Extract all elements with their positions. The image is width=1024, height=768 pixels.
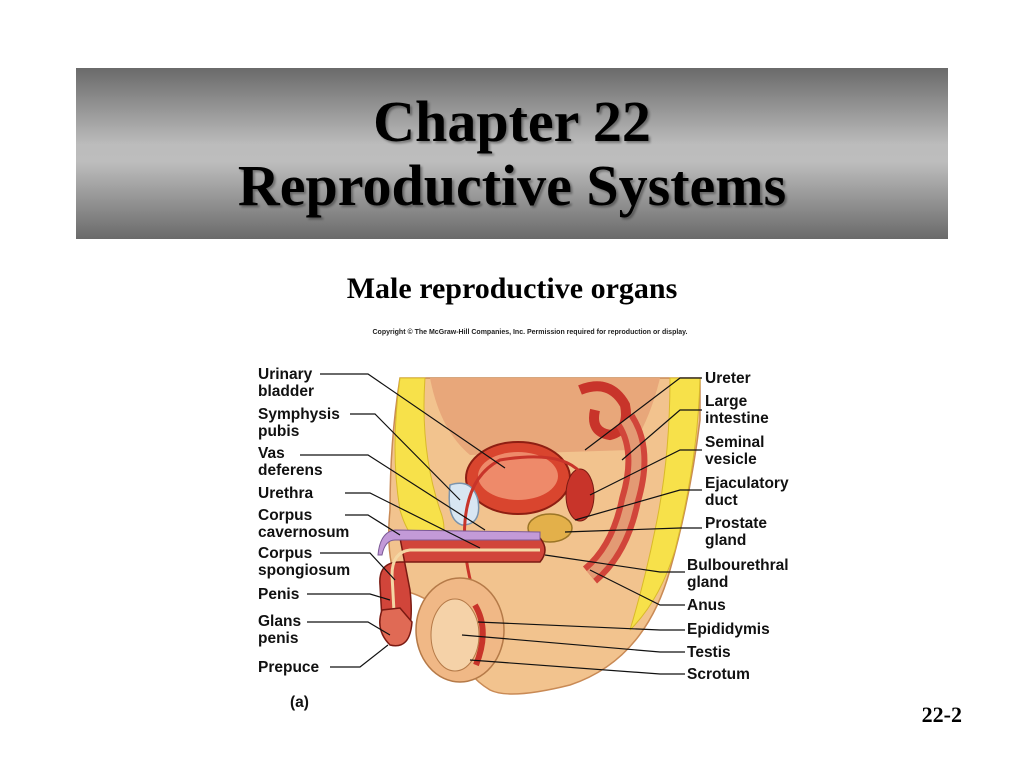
anatomy-illustration [300,373,702,695]
label-ejaculatory-duct: Ejaculatory duct [705,475,789,509]
label-urinary-bladder: Urinary bladder [258,366,314,400]
label-anus: Anus [687,597,726,614]
label-bulbourethral-gland: Bulbourethral gland [687,557,789,591]
label-seminal-vesicle: Seminal vesicle [705,434,765,468]
label-urethra: Urethra [258,485,314,502]
slide-subtitle: Male reproductive organs [346,272,678,305]
label-scrotum: Scrotum [687,666,750,683]
left-leader-lines [300,373,506,668]
testis-shape [430,598,480,672]
label-prepuce: Prepuce [258,659,320,676]
vas-deferens-shape [462,455,582,606]
label-corpus-spongiosum: Corpus spongiosum [258,545,351,579]
right-leader-lines [461,377,702,675]
chapter-subject: Reproductive Systems [237,153,787,218]
label-ureter: Ureter [705,370,751,387]
label-symphysis-pubis: Symphysis pubis [258,406,340,440]
anatomy-diagram: Urinary bladder Symphysis pubis Vas defe… [250,360,810,720]
label-large-intestine: Large intestine [705,393,769,427]
label-corpus-cavernosum: Corpus cavernosum [258,507,350,541]
label-penis: Penis [258,586,300,603]
label-vas-deferens: Vas deferens [258,445,323,479]
title-banner: Chapter 22 Reproductive Systems [76,68,948,239]
urethra-shape [390,548,540,631]
fat-tissue-back [629,377,701,631]
chapter-title: Chapter 22 [373,89,651,154]
label-prostate-gland: Prostate gland [705,515,768,549]
epididymis-shape [472,603,486,667]
page-number: 22-2 [921,702,962,727]
glans-penis-shape [379,607,413,647]
label-epididymis: Epididymis [687,621,770,638]
copyright-notice: Copyright © The McGraw-Hill Companies, I… [372,329,688,336]
label-testis: Testis [687,644,731,661]
label-glans-penis: Glans penis [258,613,302,647]
seminal-vesicle-shape [565,468,595,522]
corpus-cavernosum-shape [377,529,541,556]
panel-label: (a) [290,694,309,711]
